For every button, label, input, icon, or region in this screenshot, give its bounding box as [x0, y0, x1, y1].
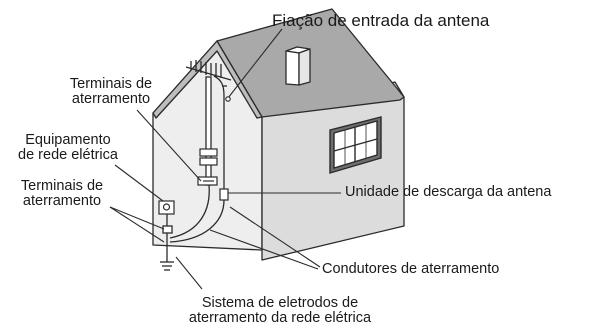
leader-conductors-a: [229, 206, 321, 268]
chimney: [285, 46, 311, 86]
leader-conductors-b: [209, 229, 319, 270]
label-electrode-system-line2: aterramento da rede elétrica: [188, 310, 372, 327]
label-grounding-clamps-top: Terminais de aterramento: [60, 76, 162, 108]
label-grounding-clamps-left: Terminais de aterramento: [2, 178, 122, 210]
label-grounding-clamps-top-line1: Terminais de: [69, 76, 153, 92]
power-meter: [158, 200, 175, 215]
leader-clamps-left-a: [109, 206, 165, 230]
leader-lead-in: [227, 28, 283, 99]
label-grounding-clamps-top-line2: aterramento: [71, 91, 151, 108]
label-antenna-lead-in: Fiação de entrada da antena: [272, 11, 490, 30]
leader-clamps-left-b: [109, 206, 165, 243]
label-power-equipment-line1: Equipamento: [25, 132, 111, 148]
leader-clamps-top: [136, 109, 202, 182]
label-grounding-clamps-left-line2: aterramento: [22, 193, 102, 210]
discharge-unit: [219, 188, 229, 201]
ground-electrode: [160, 225, 174, 271]
label-electrode-system: Sistema de eletrodos de aterramento da r…: [150, 295, 410, 327]
antenna: [185, 60, 232, 190]
leader-lines: [109, 28, 341, 290]
label-power-equipment-line2: de rede elétrica: [18, 147, 118, 164]
mast-clamps: [197, 148, 218, 186]
label-grounding-conductors: Condutores de aterramento: [322, 261, 500, 277]
label-grounding-clamps-left-line1: Terminais de: [20, 178, 104, 194]
leader-power-equip: [114, 164, 164, 202]
label-discharge-unit: Unidade de descarga da antena: [345, 184, 552, 200]
label-electrode-system-line1: Sistema de eletrodos de: [201, 295, 359, 311]
label-power-equipment: Equipamento de rede elétrica: [4, 132, 132, 164]
window: [329, 116, 382, 174]
house-roof-edge: [152, 40, 263, 119]
leader-electrode: [175, 256, 203, 290]
